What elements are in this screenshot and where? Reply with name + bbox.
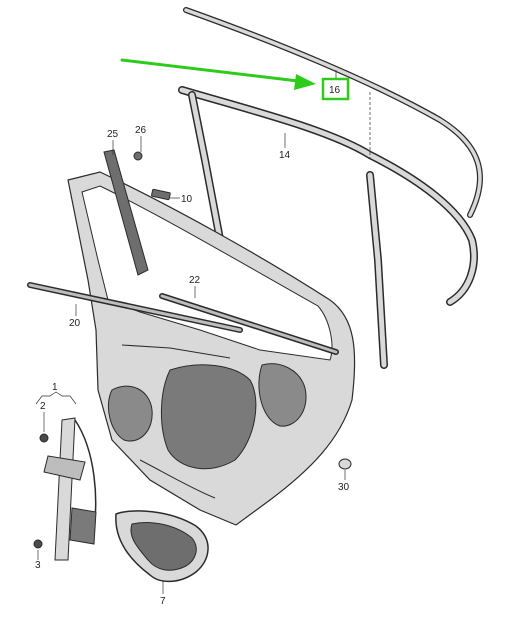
door-frame-seal[interactable] xyxy=(178,86,478,369)
small-pad[interactable] xyxy=(151,188,171,201)
callout-2: 2 xyxy=(40,401,46,412)
leader-lines xyxy=(35,70,346,594)
window-trim-strip[interactable] xyxy=(183,7,483,218)
callout-25: 25 xyxy=(107,129,119,140)
callout-20: 20 xyxy=(69,318,81,329)
bolt-upper[interactable] xyxy=(39,433,49,443)
guide-strip[interactable] xyxy=(159,293,339,355)
callout-14: 14 xyxy=(279,150,291,161)
callout-30: 30 xyxy=(338,482,350,493)
clip[interactable] xyxy=(133,151,143,161)
callout-26: 26 xyxy=(135,125,147,136)
vertical-trim[interactable] xyxy=(103,149,149,276)
sill-strip[interactable] xyxy=(27,282,243,333)
door-shell[interactable] xyxy=(67,171,356,526)
bolt-lower[interactable] xyxy=(33,539,43,549)
callout-22: 22 xyxy=(189,275,201,286)
callout-7: 7 xyxy=(160,596,166,607)
callout-1: 1 xyxy=(52,382,58,393)
highlight-box xyxy=(321,77,350,101)
callout-10: 10 xyxy=(181,194,193,205)
callout-3: 3 xyxy=(35,560,41,571)
pointer-arrow xyxy=(120,58,316,90)
plug[interactable] xyxy=(338,458,352,470)
window-regulator[interactable] xyxy=(43,417,97,561)
cover-panel[interactable] xyxy=(115,510,209,583)
callout-16[interactable]: 16 xyxy=(329,85,341,96)
